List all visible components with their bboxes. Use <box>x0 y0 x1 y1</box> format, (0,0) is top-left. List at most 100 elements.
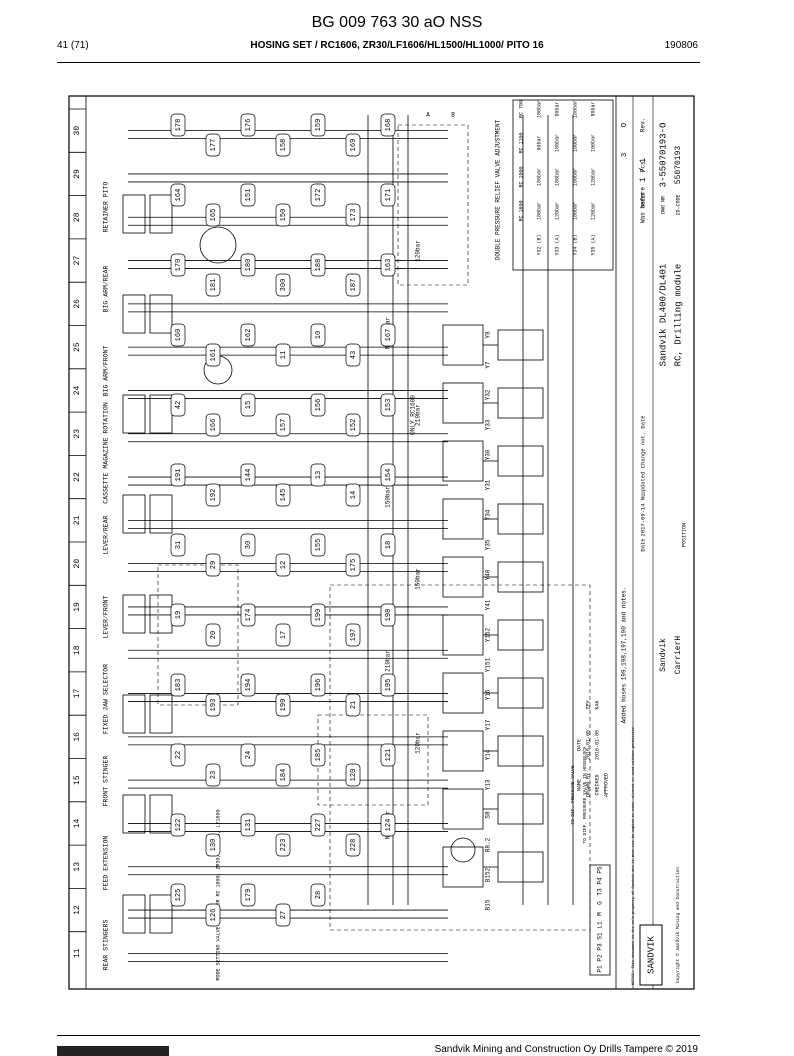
hose-tag: 15 <box>240 393 256 417</box>
hose-tag: 179 <box>240 883 256 907</box>
valve-block <box>442 672 484 714</box>
hose-tag-box <box>345 693 361 717</box>
hose-number: 183 <box>175 679 183 692</box>
relief-table-cell: 80bar <box>590 101 596 116</box>
valve-label: Y41 <box>485 599 492 610</box>
hose-number: 145 <box>280 489 288 502</box>
valve-label: Y33 <box>485 419 492 430</box>
hose-number: 166 <box>210 419 218 432</box>
hose-tag: 29 <box>205 553 221 577</box>
hose-tag-box <box>310 743 326 767</box>
revision-label: Rev. <box>640 118 647 132</box>
function-label: REAR STINGERS <box>103 920 110 971</box>
hose-tag: 300 <box>275 273 291 297</box>
hose-tag-box <box>345 763 361 787</box>
hose-tag: 160 <box>170 323 186 347</box>
position-label: POSITION <box>681 523 687 547</box>
hose-number: 20 <box>210 631 218 639</box>
function-label: FRONT STINGER <box>103 756 110 807</box>
hose-tag-box <box>240 533 256 557</box>
hose-tag-box <box>275 553 291 577</box>
hose-number: 159 <box>315 119 323 132</box>
hose-number: 227 <box>315 819 323 832</box>
hose-tag-box <box>170 183 186 207</box>
document-code: BG 009 763 30 aO NSS <box>311 14 483 31</box>
hose-tag-box <box>205 693 221 717</box>
valve-label: Y13 <box>485 779 492 790</box>
hose-number: 130 <box>210 839 218 852</box>
valve-label: Y31 <box>485 479 492 490</box>
hose-tag-box <box>205 623 221 647</box>
hose-tag: 190 <box>310 603 326 627</box>
port-label: S1 <box>597 932 604 940</box>
hose-number: 154 <box>385 469 393 482</box>
sandvik-logo <box>639 924 663 986</box>
hose-number: 169 <box>350 139 358 152</box>
hose-tag-box <box>345 623 361 647</box>
pressure-label: 120bar <box>415 732 422 754</box>
hose-tag: 31 <box>170 533 186 557</box>
hose-number: 198 <box>385 609 393 622</box>
valve-label: Y7 <box>485 361 492 369</box>
hose-number: 176 <box>245 119 253 132</box>
hose-tag-box <box>240 463 256 487</box>
hose-tag-box <box>345 483 361 507</box>
relief-table-header: RC 1600 <box>518 200 524 221</box>
hose-tag-box <box>240 813 256 837</box>
solenoid-valve <box>497 503 544 535</box>
cylinder <box>149 494 173 534</box>
pressure-label: 210bar <box>415 404 422 426</box>
hose-number: 122 <box>175 819 183 832</box>
valve-label: Y8 <box>485 331 492 339</box>
hose-number: 192 <box>210 489 218 502</box>
hose-tag: 21 <box>345 693 361 717</box>
hose-tag-box <box>205 553 221 577</box>
hose-tag: 13 <box>310 463 326 487</box>
function-label: CASSETTE MAGAZINE ROTATION <box>103 402 110 504</box>
footer-copyright: Sandvik Mining and Construction Oy Drill… <box>434 1044 698 1055</box>
function-label: FIXED JAW SELECTOR <box>103 664 110 734</box>
relief-table-cell: 180bar <box>536 202 542 220</box>
solenoid-valve <box>497 387 544 419</box>
hose-tag: 177 <box>205 133 221 157</box>
hose-tag: 145 <box>275 483 291 507</box>
valve-block <box>442 382 484 424</box>
hose-number: 197 <box>350 629 358 642</box>
hose-tag: 196 <box>310 673 326 697</box>
hose-tag: 130 <box>205 833 221 857</box>
cylinder <box>122 694 146 734</box>
hose-tag: 181 <box>205 273 221 297</box>
hose-tag: 30 <box>240 533 256 557</box>
product-subtitle: RC, Drilling module <box>673 264 683 367</box>
zone-number: 15 <box>73 775 82 785</box>
hose-tag: 198 <box>380 603 396 627</box>
hose-number: 24 <box>245 751 253 759</box>
hose-number: 18 <box>385 541 393 549</box>
hose-tag-box <box>380 533 396 557</box>
accumulator <box>450 837 476 863</box>
hose-number: 165 <box>210 209 218 222</box>
hose-number: 125 <box>175 889 183 902</box>
relief-table-cell: 180bar <box>572 134 578 152</box>
solenoid-valve <box>497 445 544 477</box>
hose-tag-box <box>205 343 221 367</box>
valve-label: Y16 <box>485 689 492 700</box>
cylinder <box>122 594 146 634</box>
revision-updated-label: Updated Change not. Date <box>639 415 646 494</box>
hose-number: 228 <box>350 839 358 852</box>
hose-tag-box <box>380 673 396 697</box>
hose-tag-box <box>275 483 291 507</box>
hose-tag-box <box>310 393 326 417</box>
hose-tag: 165 <box>205 203 221 227</box>
hose-tag: 126 <box>205 903 221 927</box>
port-label: P2 <box>597 954 604 962</box>
zone-number: 18 <box>73 645 82 655</box>
hose-number: 14 <box>350 491 358 499</box>
hose-tag-box <box>240 603 256 627</box>
hose-tag-box <box>240 323 256 347</box>
solenoid-valve <box>497 619 544 651</box>
hose-tag-box <box>275 833 291 857</box>
hose-number: 173 <box>350 209 358 222</box>
relief-table-cell: 120bar <box>554 202 560 220</box>
hose-tag: 175 <box>345 553 361 577</box>
